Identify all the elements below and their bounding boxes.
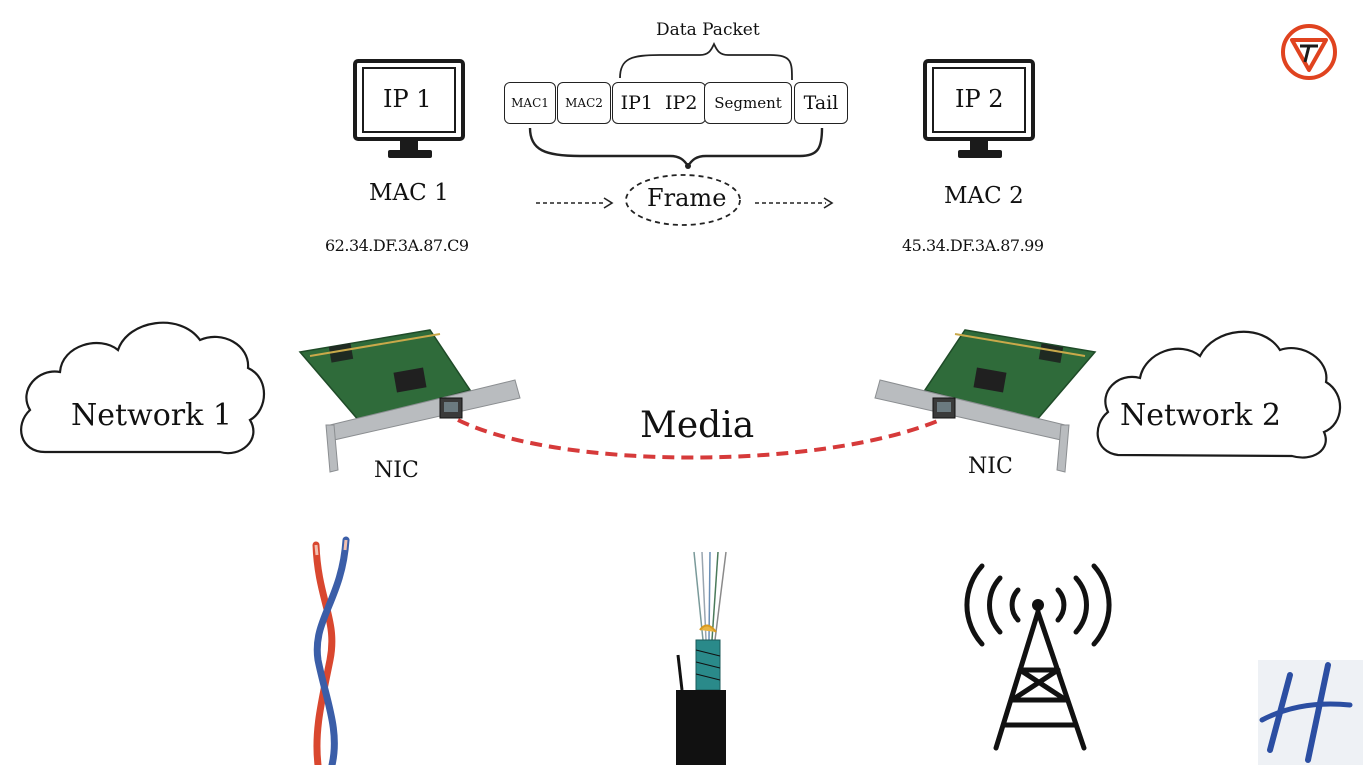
data-packet-label: Data Packet (656, 20, 760, 40)
packet-field-tail: Tail (794, 82, 848, 124)
monitor-1-icon (353, 59, 465, 158)
wireless-tower-icon (964, 563, 1112, 751)
twisted-pair-cable-icon (312, 536, 350, 765)
nic-1-label: NIC (374, 458, 419, 483)
media-label: Media (640, 405, 755, 446)
mac-2-address: 45.34.DF.3A.87.99 (902, 236, 1044, 255)
network-2-label: Network 2 (1120, 398, 1281, 433)
packet-field-ip: IP1 IP2 (612, 82, 706, 124)
brand-logo-top-right-icon (1281, 24, 1337, 80)
fiber-optic-cable-icon (676, 551, 727, 765)
media-line (457, 418, 941, 460)
ip-1-label: IP 1 (383, 85, 432, 113)
ip-2-label: IP 2 (955, 85, 1004, 113)
mac-1-label: MAC 1 (369, 180, 449, 206)
network-1-label: Network 1 (71, 398, 232, 433)
mac-2-label: MAC 2 (944, 183, 1024, 209)
nic-card-1-icon (298, 329, 521, 473)
nic-2-label: NIC (968, 454, 1013, 479)
mac-1-address: 62.34.DF.3A.87.C9 (325, 236, 469, 255)
frame-label: Frame (647, 184, 727, 212)
cloud-1-icon (20, 321, 265, 455)
nic-card-2-icon (874, 329, 1097, 473)
packet-field-segment: Segment (704, 82, 792, 124)
packet-field-mac2: MAC2 (557, 82, 611, 124)
cloud-2-icon (1096, 330, 1342, 459)
monitor-2-icon (923, 59, 1035, 158)
computer-2: IP 2 (922, 58, 1038, 163)
brand-logo-bottom-right-icon (1258, 660, 1363, 765)
packet-field-mac1: MAC1 (504, 82, 556, 124)
computer-1: IP 1 (352, 58, 468, 163)
